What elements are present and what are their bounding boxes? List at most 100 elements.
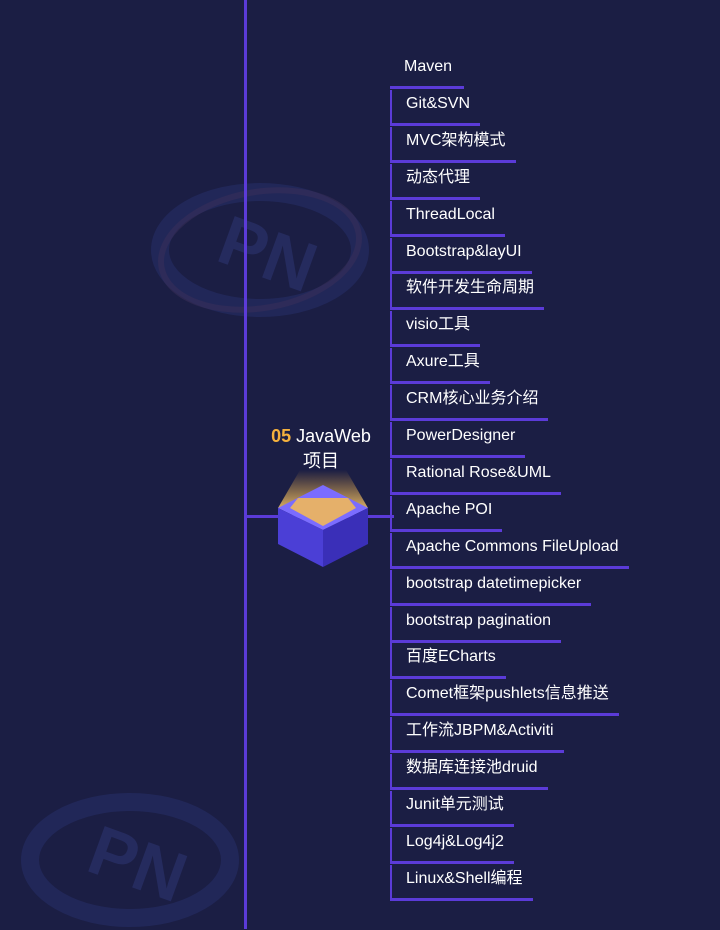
- topic-connector-line: [390, 791, 392, 827]
- topic-connector-line: [390, 458, 392, 495]
- node-title: 05 JavaWeb 项目: [252, 424, 390, 474]
- topic-item: Comet框架pushlets信息推送: [390, 680, 619, 717]
- topic-connector-line: [390, 348, 392, 385]
- topic-label: Axure工具: [406, 353, 480, 371]
- topic-connector-line: [390, 89, 392, 126]
- topic-underline: [390, 491, 561, 495]
- topic-underline: [390, 787, 548, 791]
- topic-underline: [390, 270, 532, 274]
- topic-label: 数据库连接池druid: [406, 759, 538, 777]
- topic-item: 百度ECharts: [390, 643, 506, 680]
- topic-connector-line: [390, 163, 392, 200]
- node-branch-line: [244, 515, 394, 518]
- topic-item: MVC架构模式: [390, 126, 516, 163]
- node-subtitle: 项目: [303, 451, 339, 471]
- topic-underline: [390, 159, 516, 163]
- topic-label: Log4j&Log4j2: [406, 832, 504, 850]
- topic-item: Apache Commons FileUpload: [390, 532, 629, 569]
- topic-underline: [390, 381, 490, 385]
- topic-connector-line: [390, 827, 392, 864]
- topic-underline: [390, 86, 464, 89]
- topic-label: Maven: [404, 58, 453, 75]
- topic-label: Bootstrap&layUI: [406, 242, 522, 260]
- topic-connector-line: [390, 495, 392, 532]
- topic-connector-line: [390, 200, 392, 237]
- topic-underline: [390, 750, 564, 754]
- topic-underline: [390, 528, 502, 532]
- topic-label: 软件开发生命周期: [406, 279, 535, 297]
- topic-underline: [390, 602, 591, 606]
- topic-item: ThreadLocal: [390, 200, 505, 237]
- topic-label: Linux&Shell编程: [406, 869, 523, 887]
- topic-underline: [390, 860, 514, 864]
- topic-item: Git&SVN: [390, 89, 480, 126]
- topic-underline: [390, 639, 561, 643]
- topic-label: Apache POI: [406, 500, 493, 518]
- topic-label: Git&SVN: [406, 94, 471, 112]
- topic-connector-line: [390, 606, 392, 643]
- svg-text:PN: PN: [209, 201, 327, 308]
- topic-item: 数据库连接池druid: [390, 754, 548, 791]
- topic-underline: [390, 418, 548, 422]
- node-name: JavaWeb: [296, 426, 371, 446]
- topic-item: Maven: [390, 53, 464, 89]
- topic-item: Rational Rose&UML: [390, 458, 561, 495]
- topic-connector-line: [390, 126, 392, 163]
- topic-underline: [390, 122, 480, 126]
- svg-text:PN: PN: [79, 811, 197, 918]
- topic-underline: [390, 233, 505, 237]
- topic-connector-line: [390, 311, 392, 348]
- topic-connector-line: [390, 385, 392, 422]
- topic-underline: [390, 824, 514, 827]
- topic-connector-line: [390, 422, 392, 458]
- main-spine-line: [244, 0, 247, 929]
- topic-label: Apache Commons FileUpload: [406, 537, 619, 555]
- topic-label: MVC架构模式: [406, 131, 506, 149]
- topic-underline: [390, 713, 619, 717]
- topic-item: 软件开发生命周期: [390, 274, 544, 311]
- topic-label: 动态代理: [406, 168, 471, 186]
- topic-label: CRM核心业务介绍: [406, 390, 539, 408]
- topic-connector-line: [390, 717, 392, 754]
- topic-connector-line: [390, 754, 392, 791]
- topic-item: 工作流JBPM&Activiti: [390, 717, 564, 754]
- topic-underline: [390, 897, 533, 901]
- topic-underline: [390, 676, 506, 680]
- topic-item: bootstrap pagination: [390, 606, 561, 643]
- topic-connector-line: [390, 680, 392, 717]
- topic-label: PowerDesigner: [406, 427, 516, 444]
- node-number: 05: [271, 426, 292, 446]
- topic-item: Log4j&Log4j2: [390, 827, 514, 864]
- topic-underline: [390, 565, 629, 569]
- topic-connector-line: [390, 532, 392, 569]
- pn-logo-icon: PN: [21, 793, 239, 927]
- topic-label: 百度ECharts: [406, 648, 496, 666]
- topic-item: visio工具: [390, 311, 480, 348]
- topic-label: visio工具: [406, 316, 471, 334]
- topic-label: Junit单元测试: [406, 796, 504, 813]
- topic-item: Apache POI: [390, 495, 502, 532]
- topic-connector-line: [390, 643, 392, 680]
- topic-connector-line: [390, 274, 392, 311]
- topic-label: Rational Rose&UML: [406, 463, 551, 481]
- topic-label: bootstrap datetimepicker: [406, 574, 582, 592]
- topic-item: PowerDesigner: [390, 422, 525, 458]
- topic-connector-line: [390, 569, 392, 606]
- topic-connector-line: [390, 864, 392, 901]
- topic-item: 动态代理: [390, 163, 480, 200]
- topic-underline: [390, 455, 525, 458]
- topic-underline: [390, 196, 480, 200]
- topic-item: Axure工具: [390, 348, 490, 385]
- topic-label: Comet框架pushlets信息推送: [406, 685, 609, 703]
- topic-underline: [390, 307, 544, 311]
- topic-item: Bootstrap&layUI: [390, 237, 532, 274]
- topic-connector-line: [390, 237, 392, 274]
- topic-label: bootstrap pagination: [406, 611, 551, 629]
- topic-item: bootstrap datetimepicker: [390, 569, 591, 606]
- topic-label: 工作流JBPM&Activiti: [406, 722, 554, 740]
- topic-label: ThreadLocal: [406, 205, 495, 223]
- topic-item: CRM核心业务介绍: [390, 385, 548, 422]
- topic-underline: [390, 344, 480, 348]
- topic-item: Linux&Shell编程: [390, 864, 533, 901]
